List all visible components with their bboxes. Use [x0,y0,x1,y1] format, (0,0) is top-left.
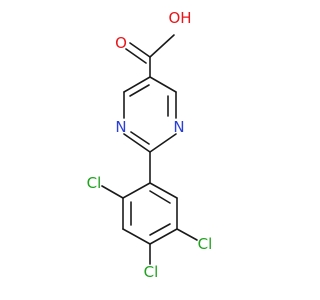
bond-layer [101,34,198,265]
bond-c-cl-meta [176,228,198,241]
bond-ring-c5-c4 [123,76,151,93]
bond-phenyl-4-5 [149,228,178,245]
atom-chlorine-meta: Cl [198,235,213,253]
atom-chlorine-ortho: Cl [87,174,102,192]
atom-hydroxyl: OH [168,9,191,27]
bond-c-oh [149,34,175,58]
bond-phenyl-3-4 [122,228,151,245]
bond-phenyl-6-1 [149,182,178,199]
bond-c-o-double-b [125,48,147,64]
bond-phenyl-6-1-inner [149,190,171,204]
bond-c-cl-ortho [101,185,124,199]
bond-ring-c6-c5 [149,76,177,93]
bond-ring-n3-c2-inner [130,131,150,145]
atom-chlorine-para: Cl [144,263,159,281]
atom-nitrogen-left: N [115,118,126,136]
bond-phenyl-4-5-inner [149,223,171,236]
bond-phenyl-1-2 [122,182,151,199]
bond-ring-n3-c2 [123,133,151,153]
atom-nitrogen-right: N [173,118,184,136]
bond-ring-c2-n1 [149,133,177,153]
atom-oxygen-carbonyl: O [115,34,127,52]
molecule-structure-diagram: O OH N N Cl Cl Cl [87,9,213,281]
bond-ring-c5-c4-inner [129,84,150,97]
atom-label-layer: O OH N N Cl Cl Cl [87,9,213,281]
bond-c-o-double-a [129,42,151,58]
